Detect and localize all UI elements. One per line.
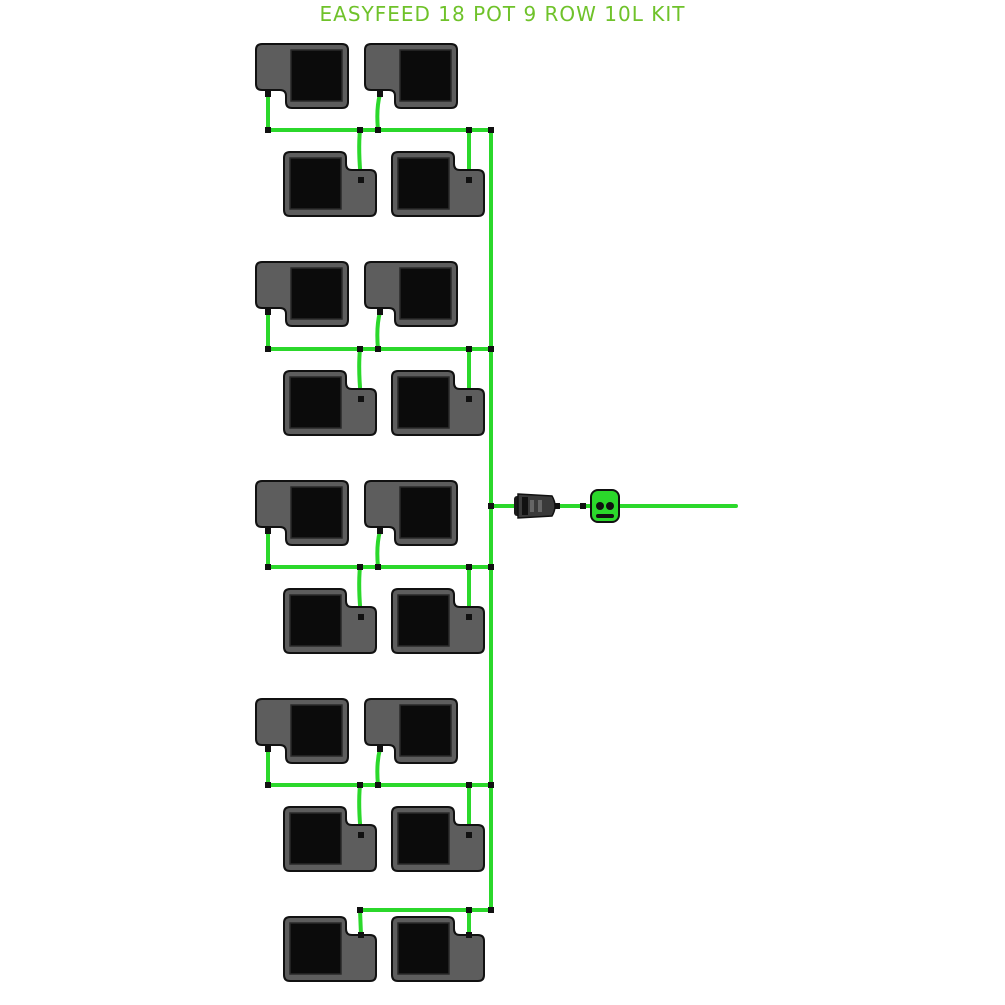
- tube-connector: [377, 309, 383, 315]
- tube-connector: [375, 346, 381, 352]
- tube-connector: [488, 127, 494, 133]
- connector-group: [265, 91, 586, 938]
- tube-connector: [466, 564, 472, 570]
- filter-ridge: [538, 500, 542, 512]
- pot-bottom-left: [283, 916, 377, 982]
- tube-connector: [358, 932, 364, 938]
- tube-connector: [357, 782, 363, 788]
- drip-line-tube: [358, 908, 363, 937]
- tube-connector: [265, 528, 271, 534]
- pot-top-right: [364, 261, 458, 327]
- pot-bottom-left: [283, 151, 377, 217]
- tube-connector: [488, 782, 494, 788]
- tube-connector: [580, 503, 586, 509]
- tube-connector: [375, 782, 381, 788]
- tube-connector: [265, 309, 271, 315]
- valve-base: [596, 514, 614, 518]
- pot-inner: [399, 267, 452, 320]
- pot-top-left: [255, 698, 349, 764]
- tube-connector: [377, 91, 383, 97]
- pot-bottom-left: [283, 370, 377, 436]
- pot-top-right: [364, 43, 458, 109]
- pot-inner: [289, 376, 342, 429]
- tube-connector: [377, 528, 383, 534]
- pot-inner: [399, 704, 452, 757]
- pot-top-left: [255, 480, 349, 546]
- pot-top-left: [255, 43, 349, 109]
- tube-connector: [466, 832, 472, 838]
- pot-bottom-right: [391, 588, 485, 654]
- tube-connector: [357, 564, 363, 570]
- kit-title: EASYFEED 18 POT 9 ROW 10L KIT: [319, 2, 686, 26]
- drip-line-tube: [375, 747, 382, 787]
- filter-ridge: [530, 500, 534, 512]
- pot-top-left: [255, 261, 349, 327]
- pot-group: [255, 43, 485, 982]
- tube-connector: [488, 564, 494, 570]
- tube-connector: [466, 932, 472, 938]
- flow-valve-icon: [590, 489, 620, 523]
- pot-inner: [397, 157, 450, 210]
- inline-components: [514, 489, 620, 523]
- tube-connector: [466, 177, 472, 183]
- tube-connector: [375, 127, 381, 133]
- tube-connector: [466, 782, 472, 788]
- pot-inner: [290, 704, 343, 757]
- pot-inner: [399, 486, 452, 539]
- tube-connector: [265, 782, 271, 788]
- pot-inner: [289, 157, 342, 210]
- pot-inner: [290, 49, 343, 102]
- drip-line-tube: [375, 310, 382, 351]
- pot-bottom-left: [283, 588, 377, 654]
- tube-connector: [358, 832, 364, 838]
- pot-inner: [289, 594, 342, 647]
- tube-connector: [358, 614, 364, 620]
- tube-connector: [265, 746, 271, 752]
- tube-connector: [488, 907, 494, 913]
- tube-connector: [488, 503, 494, 509]
- drip-line-tube: [375, 92, 382, 132]
- tube-connector: [357, 907, 363, 913]
- tube-connector: [357, 127, 363, 133]
- valve-port: [606, 502, 614, 510]
- filter-ring: [522, 497, 528, 515]
- pot-inner: [397, 376, 450, 429]
- tube-connector: [466, 346, 472, 352]
- tube-connector: [358, 177, 364, 183]
- pot-inner: [290, 486, 343, 539]
- valve-port: [596, 502, 604, 510]
- pot-top-right: [364, 698, 458, 764]
- pot-inner: [289, 922, 342, 975]
- tube-connector: [375, 564, 381, 570]
- pot-inner: [289, 812, 342, 865]
- tube-connector: [265, 564, 271, 570]
- pot-bottom-right: [391, 916, 485, 982]
- pot-bottom-right: [391, 370, 485, 436]
- tube-connector: [466, 396, 472, 402]
- tube-connector: [265, 127, 271, 133]
- tube-connector: [488, 346, 494, 352]
- tube-connector: [265, 346, 271, 352]
- tube-connector: [466, 907, 472, 913]
- tube-connector: [265, 91, 271, 97]
- tube-connector: [377, 746, 383, 752]
- pot-inner: [290, 267, 343, 320]
- pot-inner: [397, 922, 450, 975]
- pot-bottom-left: [283, 806, 377, 872]
- drip-line-tube: [375, 529, 382, 569]
- filter-icon: [514, 493, 556, 519]
- tube-connector: [466, 614, 472, 620]
- tube-connector: [357, 346, 363, 352]
- tube-connector: [554, 503, 560, 509]
- pot-inner: [397, 594, 450, 647]
- pot-bottom-right: [391, 151, 485, 217]
- pot-inner: [399, 49, 452, 102]
- pot-inner: [397, 812, 450, 865]
- tube-connector: [466, 127, 472, 133]
- pot-bottom-right: [391, 806, 485, 872]
- pot-top-right: [364, 480, 458, 546]
- tube-connector: [358, 396, 364, 402]
